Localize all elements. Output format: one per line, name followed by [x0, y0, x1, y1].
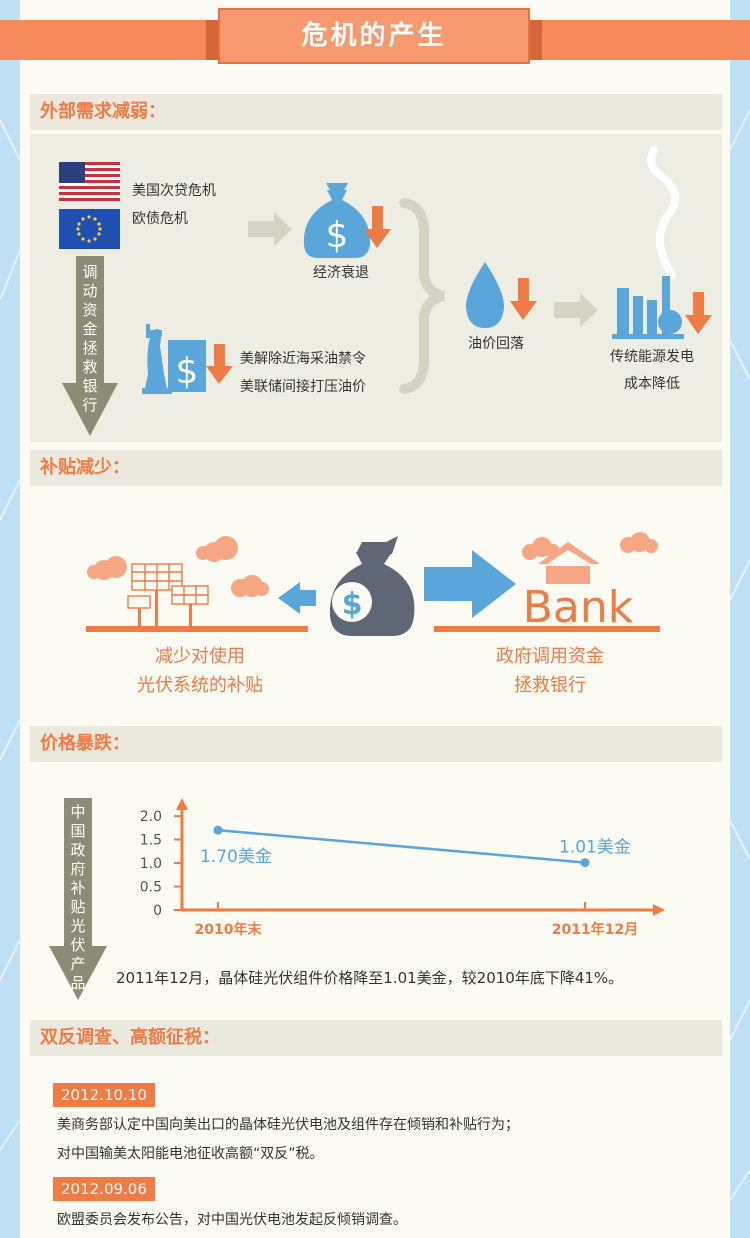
- event-1-line1: 美商务部认定中国向美出口的晶体硅光伏电池及组件存在倾销和补贴行为；: [57, 1117, 519, 1133]
- section-title-demand: 外部需求减弱：: [40, 101, 166, 122]
- section-title-antidumping: 双反调查、高额征税：: [40, 1027, 220, 1048]
- x-axis-arrow: [653, 904, 665, 916]
- y-tick-label: 1.5: [140, 833, 162, 849]
- subsidy-left-line1: 减少对使用: [155, 646, 245, 667]
- oil-drop-label: 油价回落: [468, 336, 524, 352]
- section-title-subsidy: 补贴减少：: [40, 457, 130, 478]
- event-1-line2: 对中国输美太阳能电池征收高额“双反”税。: [57, 1146, 324, 1162]
- eu-crisis-label: 欧债危机: [132, 211, 188, 227]
- event-date-2: 2012.09.06: [53, 1177, 155, 1201]
- demand-diagram: $ $: [59, 146, 712, 436]
- recession-label: 经济衰退: [313, 265, 369, 281]
- series-line: [217, 828, 586, 864]
- svg-text:$: $: [326, 215, 349, 256]
- us-crisis-label: 美国次贷危机: [132, 183, 216, 199]
- event-date-1: 2012.10.10: [53, 1083, 155, 1107]
- brace-icon: [399, 198, 446, 394]
- energy-label-1: 传统能源发电: [610, 349, 694, 365]
- y-tick-label: 1.0: [140, 856, 162, 872]
- y-tick-label: 0.5: [140, 880, 162, 896]
- y-tick-label: 0: [153, 903, 162, 919]
- policy-label-1: 美解除近海采油禁令: [240, 351, 366, 367]
- smoke-icon: [647, 146, 680, 279]
- section-title-price: 价格暴跌：: [40, 733, 130, 754]
- subsidy-left-line2: 光伏系统的补贴: [137, 675, 263, 696]
- eu-flag-icon: [59, 209, 120, 249]
- data-point: [213, 825, 223, 835]
- price-line-chart: 0 0.5 1.0 1.5 2.0 2010年末 2011年12月 1.70美金 1.01美…: [140, 798, 665, 938]
- section-bar-price: 价格暴跌：: [30, 726, 722, 762]
- subsidy-diagram: $ Bank: [86, 532, 660, 636]
- dollar-box-icon: $: [168, 340, 206, 392]
- section-bar-antidumping: 双反调查、高额征税：: [30, 1020, 722, 1056]
- us-flag-icon: [59, 162, 120, 202]
- ground-line-left: [86, 626, 308, 632]
- money-bag-icon: $: [303, 183, 371, 258]
- ground-line-right: [434, 626, 660, 632]
- factory-icon: [612, 276, 684, 339]
- price-caption: 2011年12月，晶体硅光伏组件价格降至1.01美金，较2010年底下降41%。: [116, 969, 624, 987]
- energy-label-2: 成本降低: [624, 376, 680, 392]
- svg-text:$: $: [176, 351, 199, 392]
- left-arrow-blue-icon: [278, 582, 316, 614]
- right-arrow-gray-2: [554, 293, 598, 327]
- header-fold-right: [530, 20, 542, 60]
- down-arrow-orange-icon: [364, 206, 391, 248]
- section-bar-demand: 外部需求减弱：: [30, 94, 722, 130]
- down-arrow-orange-icon-2: [510, 278, 537, 320]
- right-arrow-blue-icon: [424, 550, 516, 618]
- money-bag-gray-icon: $: [329, 536, 415, 636]
- vertical-arrow-label-2: 中国政府补贴光伏产品: [70, 803, 86, 992]
- solar-panel-icons: [127, 563, 209, 609]
- down-arrow-orange-icon-3: [685, 292, 712, 334]
- y-axis-arrow: [176, 798, 188, 810]
- vertical-arrow-label-1: 调动资金拯救银行: [82, 263, 98, 414]
- cloud-icons: [87, 532, 658, 597]
- x-tick-label: 2010年末: [195, 921, 263, 938]
- down-arrow-gray-2: [49, 798, 107, 1000]
- subsidy-right-line2: 拯救银行: [514, 675, 586, 696]
- subsidy-right-line1: 政府调用资金: [496, 646, 604, 667]
- statue-of-liberty-icon: [142, 324, 172, 394]
- bank-word: Bank: [523, 582, 634, 633]
- header-fold-left: [206, 20, 218, 60]
- data-point: [580, 858, 590, 868]
- down-arrow-orange-icon-4: [206, 344, 233, 384]
- x-tick-label: 2011年12月: [552, 921, 638, 938]
- down-arrow-gray-1: [62, 256, 118, 436]
- event-2-line1: 欧盟委员会发布公告，对中国光伏电池发起反倾销调查。: [57, 1212, 407, 1228]
- header-tab: [218, 8, 530, 64]
- data-label: 1.01美金: [559, 838, 631, 858]
- section-bar-subsidy: 补贴减少：: [30, 450, 722, 486]
- right-arrow-gray-1: [248, 212, 292, 246]
- page-title: 危机的产生: [301, 21, 447, 51]
- policy-label-2: 美联储间接打压油价: [240, 379, 366, 395]
- data-label: 1.70美金: [200, 847, 272, 867]
- oil-drop-icon: [465, 262, 505, 328]
- svg-text:$: $: [342, 587, 363, 622]
- y-tick-label: 2.0: [140, 809, 162, 825]
- bank-icon: Bank: [523, 542, 634, 633]
